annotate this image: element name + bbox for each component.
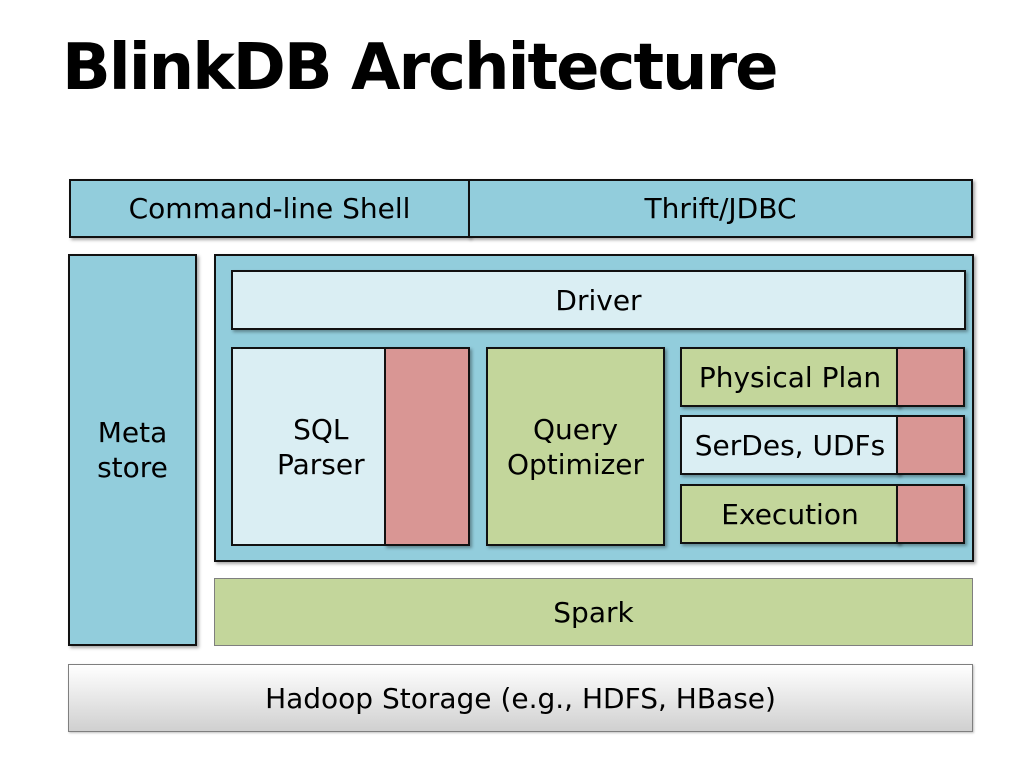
thrift-jdbc-box: Thrift/JDBC <box>468 179 973 238</box>
driver-label: Driver <box>555 283 642 317</box>
spark-label: Spark <box>553 595 634 629</box>
command-line-shell-box: Command-line Shell <box>69 179 470 238</box>
spark-box: Spark <box>214 578 973 646</box>
hadoop-storage-label: Hadoop Storage (e.g., HDFS, HBase) <box>265 681 776 715</box>
sql-parser-box: SQL Parser <box>231 347 410 546</box>
sql-parser-extension-overlay <box>384 347 470 546</box>
execution-extension-box <box>896 484 965 544</box>
physical-plan-extension-box <box>896 347 965 407</box>
query-optimizer-label: Query Optimizer <box>506 412 645 481</box>
execution-box: Execution <box>680 484 900 544</box>
hadoop-storage-box: Hadoop Storage (e.g., HDFS, HBase) <box>68 664 973 732</box>
execution-label: Execution <box>721 497 859 531</box>
slide-title: BlinkDB Architecture <box>62 31 779 105</box>
metastore-box: Meta store <box>68 254 197 646</box>
sql-parser-label: SQL Parser <box>277 412 365 481</box>
serdes-udfs-label: SerDes, UDFs <box>694 428 886 462</box>
thrift-jdbc-label: Thrift/JDBC <box>644 192 797 225</box>
query-optimizer-box: Query Optimizer <box>486 347 665 546</box>
serdes-udfs-box: SerDes, UDFs <box>680 415 900 475</box>
metastore-label: Meta store <box>97 416 168 484</box>
driver-box: Driver <box>231 270 966 330</box>
physical-plan-label: Physical Plan <box>698 360 882 394</box>
physical-plan-box: Physical Plan <box>680 347 900 407</box>
serdes-udfs-extension-box <box>896 415 965 475</box>
command-line-shell-label: Command-line Shell <box>128 192 411 225</box>
